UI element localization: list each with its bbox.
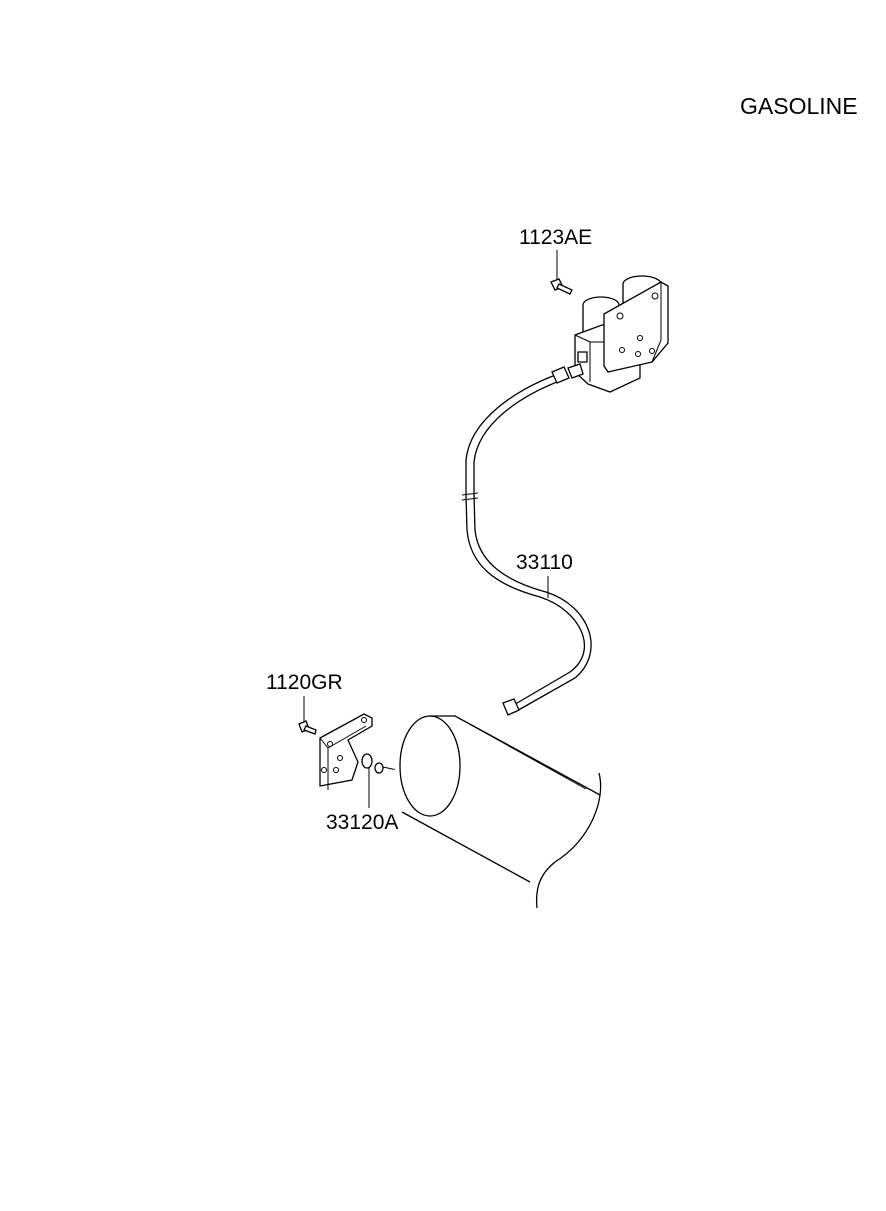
fuel-filter-canister [393,715,602,909]
callout-33120A: 33120A [326,811,398,834]
variant-label: GASOLINE [740,93,858,119]
fuel-line-33110 [461,366,592,716]
bracket-33120A [319,713,398,790]
bolt-1123AE-icon [550,250,573,295]
callout-33110: 33110 [516,551,573,574]
bolt-1120GR-icon [298,696,317,735]
pump-assembly [567,275,669,393]
callout-1120GR: 1120GR [266,671,343,694]
callout-1123AE: 1123AE [519,226,592,249]
